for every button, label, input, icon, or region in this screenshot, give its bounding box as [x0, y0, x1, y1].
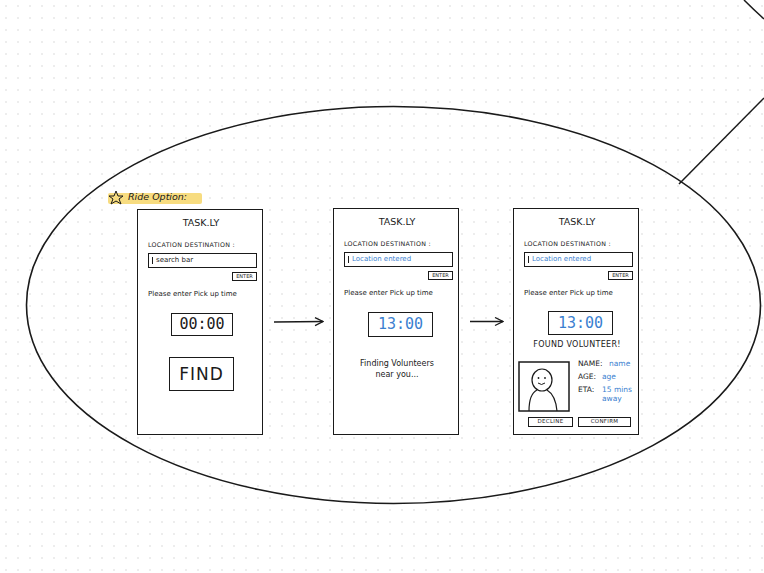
field-label: ETA: — [578, 385, 594, 394]
section-heading: Ride Option: — [128, 191, 187, 203]
button-label: DECLINE — [529, 418, 572, 426]
field-label: LOCATION DESTINATION : — [524, 240, 611, 248]
photo-frame — [519, 362, 569, 411]
phone-screen: TASK.LY LOCATION DESTINATION : Please ente… — [513, 208, 639, 435]
time-field: 13:00 — [368, 312, 433, 337]
field-value: 15 mins away — [602, 385, 638, 403]
field-label: LOCATION DESTINATION : — [148, 241, 235, 249]
enter-button: ENTER — [428, 271, 453, 280]
avatar-smile — [538, 383, 545, 385]
time-field: 13:00 — [548, 311, 613, 335]
field-value: age — [602, 372, 616, 381]
time-value: 13:00 — [549, 312, 612, 334]
field-label: Please enter Pick up time — [344, 289, 433, 298]
field-label: Please enter Pick up time — [148, 290, 237, 299]
enter-button: ENTER — [232, 272, 257, 281]
flow-arrow — [470, 321, 503, 322]
decline-button: DECLINE — [528, 417, 573, 427]
app-title: TASK.LY — [138, 217, 264, 229]
avatar-eye — [544, 377, 546, 379]
partial-outline — [744, 0, 764, 19]
avatar-head — [532, 369, 552, 391]
text-cursor — [152, 257, 153, 264]
time-value: 00:00 — [172, 314, 232, 335]
star-symbol — [109, 191, 123, 204]
phone-screen: TASK.LY LOCATION DESTINATION : Please ente… — [333, 208, 459, 435]
flow-arrow — [274, 321, 323, 323]
search-field: search bar — [148, 253, 257, 268]
time-value: 13:00 — [369, 313, 432, 336]
text-cursor — [348, 256, 349, 263]
button-label: CONFIRM — [579, 418, 630, 426]
phone-screen: TASK.LY LOCATION DESTINATION : Please ente… — [137, 209, 263, 435]
button-label: ENTER — [429, 272, 452, 279]
search-field: Location entered — [344, 252, 453, 267]
field-value: name — [609, 359, 630, 368]
button-label: ENTER — [233, 273, 256, 280]
avatar-eye — [538, 377, 540, 379]
field-label: AGE: — [578, 372, 596, 381]
find-button: FIND — [169, 357, 234, 391]
confirm-button: CONFIRM — [578, 417, 631, 427]
input-text: Location entered — [345, 253, 452, 266]
status-text: FOUND VOLUNTEER! — [514, 340, 640, 350]
group-ellipse: Ride Option: TASK.LY LOCATION DESTINATION … — [25, 105, 762, 505]
input-text: Location entered — [525, 253, 632, 266]
field-label: NAME: — [578, 359, 602, 368]
time-field: 00:00 — [171, 313, 233, 336]
button-label: ENTER — [609, 272, 632, 279]
search-field: Location entered — [524, 252, 633, 267]
field-label: Please enter Pick up time — [524, 289, 613, 298]
app-title: TASK.LY — [514, 216, 640, 228]
text-cursor — [528, 256, 529, 263]
button-label: FIND — [170, 358, 233, 390]
app-title: TASK.LY — [334, 216, 460, 228]
input-text: search bar — [149, 254, 256, 267]
connector-line — [679, 98, 764, 184]
field-label: LOCATION DESTINATION : — [344, 240, 431, 248]
enter-button: ENTER — [608, 271, 633, 280]
avatar-body — [529, 390, 557, 411]
status-text: Finding Volunteers near you... — [357, 359, 437, 381]
